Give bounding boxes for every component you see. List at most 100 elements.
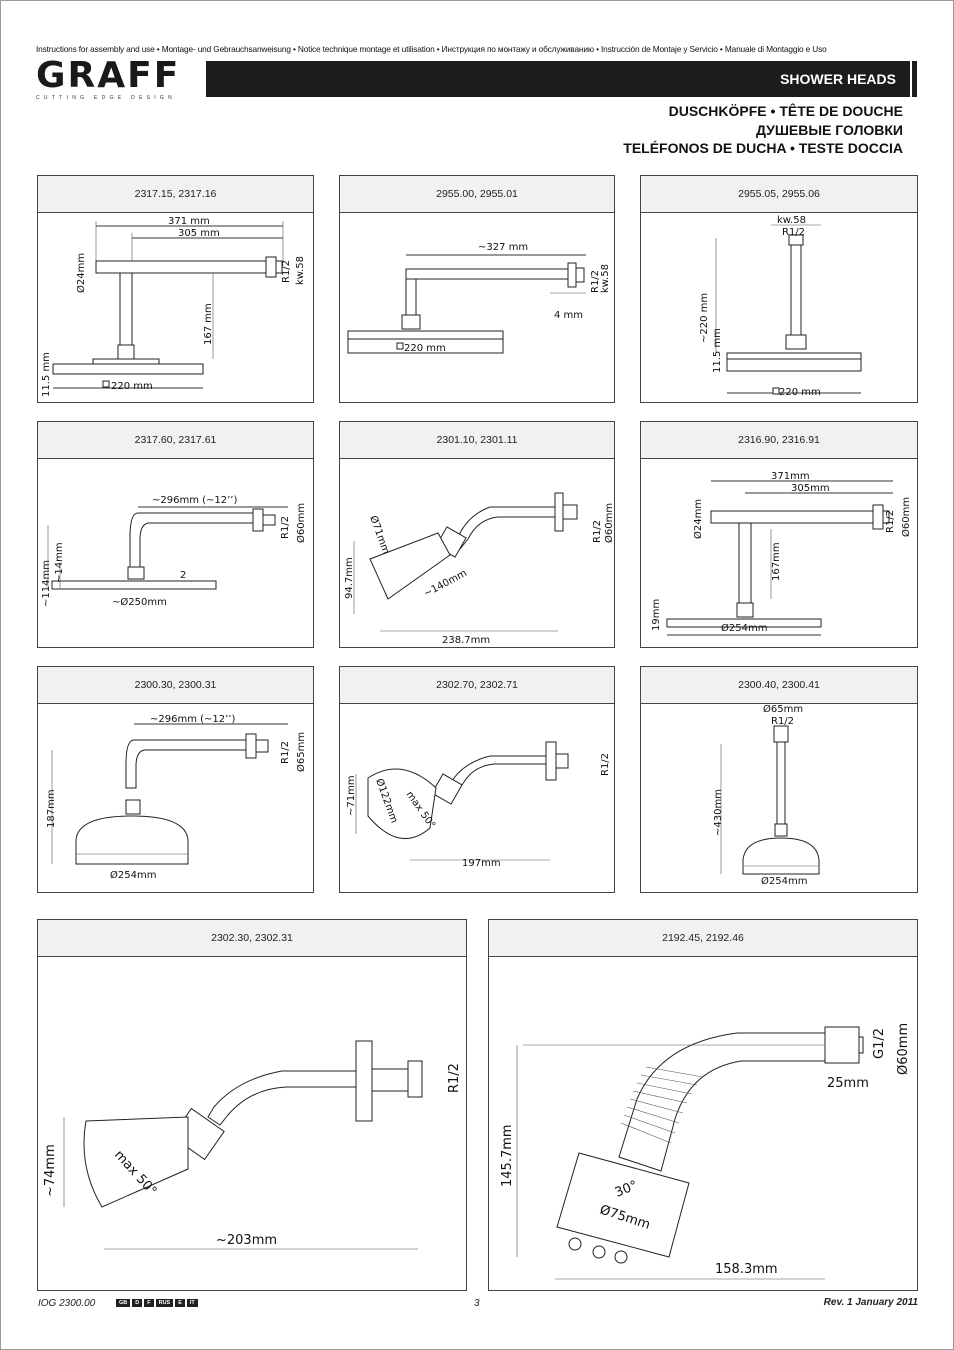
dim-label: 145.7mm — [500, 1124, 515, 1187]
language-badge: F — [144, 1299, 154, 1307]
dim-label: 11.5 mm — [41, 352, 52, 397]
panel-2192-45: 2192.45, 2192.46 G1/2 Ø60mm 25mm 145.7mm… — [488, 919, 918, 1291]
drawing-large-angled-shower: R1/2 ~74mm max 50° ~203mm — [43, 1040, 462, 1250]
drawing-wall-arm-dome-shower: ~296mm (~12’’) R1/2 Ø65mm 187mm Ø254mm — [46, 714, 307, 881]
dim-label: 167mm — [771, 542, 782, 581]
dim-label: ~14mm — [54, 542, 65, 583]
doc-code: IOG 2300.00 — [38, 1298, 96, 1309]
dim-label: ~203mm — [216, 1233, 277, 1248]
dim-label: Ø254mm — [110, 869, 156, 881]
drawing-wall-arm-shower: ~327 mm R1/2 kw.58 4 mm 220 mm — [347, 242, 611, 354]
subtitle-line: TELÉFONOS DE DUCHA • TESTE DOCCIA — [623, 140, 903, 156]
language-badge: E — [175, 1299, 185, 1307]
panel-models: 2302.30, 2302.31 — [38, 920, 466, 957]
panel-models: 2955.00, 2955.01 — [340, 176, 614, 213]
panel-models: 2300.30, 2300.31 — [38, 667, 313, 704]
ribbed-hose — [620, 1066, 704, 1144]
panel-2955-05: 2955.05, 2955.06 kw.58 R1/2 ~220 mm 11.5… — [640, 175, 918, 403]
dim-label: 220 mm — [111, 381, 153, 392]
revision: Rev. 1 January 2011 — [823, 1297, 918, 1308]
language-badge: IT — [186, 1299, 198, 1307]
panel-2316-90: 2316.90, 2316.91 371mm 305mm Ø24mm R1/2 … — [640, 421, 918, 648]
dim-label: R1/2 — [447, 1063, 462, 1093]
dim-label: 187mm — [46, 789, 57, 828]
dim-label: Ø24mm — [75, 253, 87, 293]
panel-2301-10: 2301.10, 2301.11 R1/2 Ø60mm Ø71mm 94.7mm… — [339, 421, 615, 648]
page-title: SHOWER HEADS — [780, 71, 896, 87]
panel-models: 2192.45, 2192.46 — [489, 920, 917, 957]
dim-label: R1/2 — [782, 227, 805, 238]
dim-label: ~327 mm — [478, 242, 528, 253]
dim-label: 220 mm — [779, 387, 821, 398]
dim-label: 167 mm — [203, 303, 214, 345]
dim-label: 94.7mm — [344, 557, 355, 599]
instructions-line: Instructions for assembly and use • Mont… — [36, 44, 827, 54]
dim-label: R1/2 — [281, 260, 292, 283]
language-badge: GB — [116, 1299, 131, 1307]
dim-label: kw.58 — [777, 215, 806, 226]
dim-label: ~74mm — [43, 1144, 58, 1197]
panel-models: 2300.40, 2300.41 — [641, 667, 917, 704]
drawing-wall-arm-round-shower: ~296mm (~12’’) R1/2 Ø60mm ~114mm ~14mm 2… — [41, 495, 307, 608]
dim-label: Ø71mm — [367, 514, 392, 556]
dim-label: ~220 mm — [699, 293, 710, 343]
drawing-angled-shower-head: R1/2 Ø60mm Ø71mm 94.7mm ~140mm 238.7mm — [344, 492, 614, 646]
title-bar: SHOWER HEADS — [206, 61, 910, 97]
drawing-ceiling-arm-round-shower: 371mm 305mm Ø24mm R1/2 Ø60mm 167mm 19mm … — [651, 471, 912, 636]
dim-label: kw.58 — [600, 264, 611, 293]
dim-label: ~71mm — [346, 775, 357, 816]
dim-label: ~296mm (~12’’) — [150, 714, 235, 725]
dim-label: Ø65mm — [763, 704, 803, 715]
brand-tagline: CUTTING EDGE DESIGN — [36, 95, 177, 101]
drawing-angled-bell-shower: R1/2 ~71mm Ø122mm max 50° 197mm — [346, 741, 611, 869]
dim-label: ~430mm — [713, 789, 724, 836]
dim-label: 238.7mm — [442, 635, 490, 646]
panel-2317-15: 2317.15, 2317.16 371 mm 305 mm Ø24mm R1/… — [37, 175, 314, 403]
dim-label: 197mm — [462, 858, 501, 869]
dim-label: 305 mm — [178, 228, 220, 239]
dim-label: 305mm — [791, 483, 830, 494]
dim-label: Ø24mm — [692, 499, 704, 539]
dim-label: R1/2 — [885, 510, 896, 533]
dim-label: 11.5 mm — [712, 328, 723, 373]
dim-label: R1/2 — [771, 716, 794, 727]
dim-label: 25mm — [827, 1076, 869, 1091]
page-number: 3 — [474, 1298, 480, 1309]
panel-2302-70: 2302.70, 2302.71 R1/2 ~71mm Ø122mm max 5… — [339, 666, 615, 893]
dim-label: R1/2 — [280, 516, 291, 539]
dim-label: 371 mm — [168, 216, 210, 227]
subtitles: DUSCHKÖPFE • TÊTE DE DOUCHE ДУШЕВЫЕ ГОЛО… — [623, 102, 903, 158]
dim-label: 4 mm — [554, 310, 583, 321]
panel-models: 2955.05, 2955.06 — [641, 176, 917, 213]
panel-models: 2317.15, 2317.16 — [38, 176, 313, 213]
panel-2302-30: 2302.30, 2302.31 R1/2 ~74mm max 50° ~203… — [37, 919, 467, 1291]
language-badge: D — [132, 1299, 143, 1307]
dim-label: R1/2 — [600, 753, 611, 776]
subtitle-line: ДУШЕВЫЕ ГОЛОВКИ — [755, 121, 903, 138]
drawing-ceiling-arm-shower: 371 mm 305 mm Ø24mm R1/2 kw.58 167 mm 11… — [41, 216, 306, 397]
dim-label: 2 — [180, 570, 186, 581]
panel-models: 2302.70, 2302.71 — [340, 667, 614, 704]
dim-label: 158.3mm — [715, 1262, 778, 1277]
dim-label: Ø60mm — [295, 503, 307, 543]
brand-name: GRAFF — [36, 55, 181, 96]
panel-2300-30: 2300.30, 2300.31 ~296mm (~12’’) R1/2 Ø65… — [37, 666, 314, 893]
dim-label: ~114mm — [41, 560, 52, 607]
brand-logo: GRAFF CUTTING EDGE DESIGN — [36, 58, 216, 102]
panel-models: 2317.60, 2317.61 — [38, 422, 313, 459]
dim-label: 220 mm — [404, 343, 446, 354]
dim-label: Ø65mm — [295, 732, 307, 772]
dim-label: R1/2 — [590, 270, 601, 293]
panel-models: 2301.10, 2301.11 — [340, 422, 614, 459]
panel-models: 2316.90, 2316.91 — [641, 422, 917, 459]
dim-label: Ø60mm — [603, 503, 614, 543]
dim-label: Ø254mm — [761, 875, 807, 887]
drawing-ceiling-dome-shower: Ø65mm R1/2 ~430mm Ø254mm — [713, 704, 820, 887]
dim-label: ~140mm — [422, 568, 469, 600]
drawing-ribbed-arm-shower: G1/2 Ø60mm 25mm 145.7mm 30° Ø75mm 158.3m… — [500, 1023, 911, 1280]
dim-label: ~Ø250mm — [112, 596, 167, 608]
language-badges: GB D F RUS E IT — [116, 1299, 198, 1307]
drawing-ceiling-shower: kw.58 R1/2 ~220 mm 11.5 mm 220 mm — [699, 215, 862, 398]
dim-label: 19mm — [651, 599, 662, 631]
dim-label: R1/2 — [280, 741, 291, 764]
